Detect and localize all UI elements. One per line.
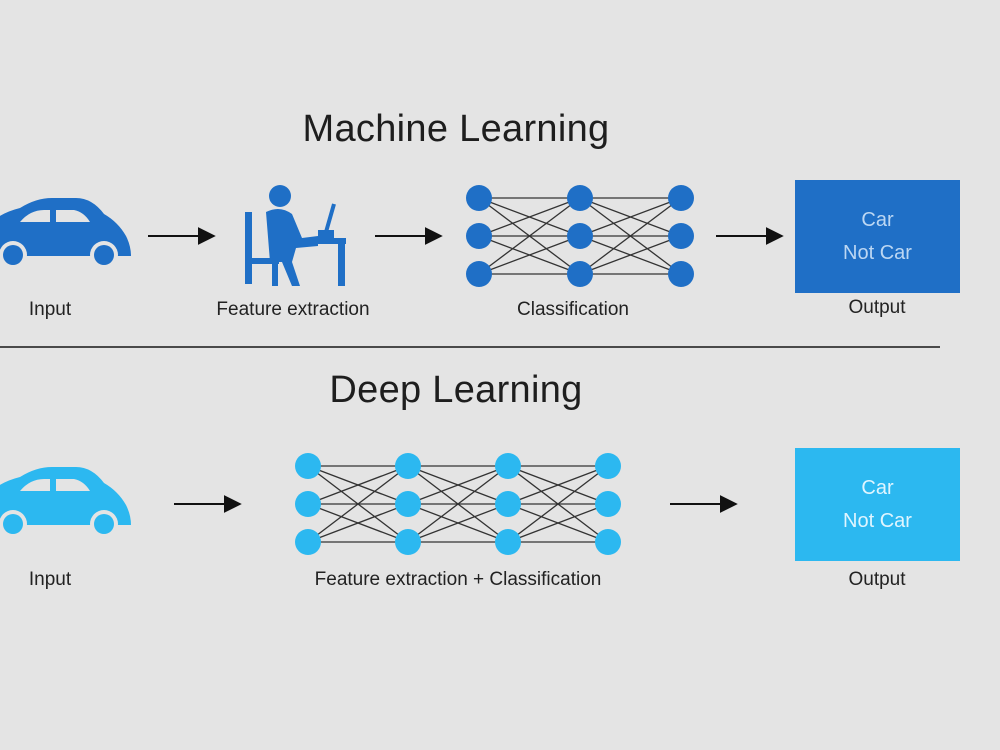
dl-network-node <box>495 529 521 555</box>
ml-network-edge <box>579 197 682 237</box>
ml-network-edge <box>478 197 581 275</box>
ml-output-content: Car Not Car <box>795 180 960 293</box>
dl-network-node <box>495 453 521 479</box>
ml-network-node <box>567 261 593 287</box>
ml-classification-label: Classification <box>517 299 629 320</box>
dl-output-not-car: Not Car <box>843 509 912 532</box>
dl-network-node <box>395 529 421 555</box>
dl-input-car-icon <box>0 467 131 538</box>
dl-network-node <box>295 491 321 517</box>
ml-network-node <box>668 261 694 287</box>
ml-network-edge <box>579 235 682 275</box>
dl-network-edge <box>507 503 609 543</box>
dl-input-label: Input <box>28 569 72 590</box>
ml-title: Machine Learning <box>302 108 610 150</box>
dl-output-car: Car <box>861 476 894 499</box>
dl-output-box <box>795 448 960 561</box>
ml-output-not-car: Not Car <box>843 241 912 264</box>
dl-network-node <box>495 491 521 517</box>
dl-network-node <box>395 491 421 517</box>
dl-network-label: Feature extraction + Classification <box>314 569 602 590</box>
dl-network-edge <box>507 465 609 505</box>
dl-output-content: Car Not Car <box>795 448 960 561</box>
dl-network-edge <box>407 465 509 505</box>
ml-network-node <box>466 185 492 211</box>
ml-output-box <box>795 180 960 293</box>
dl-network-edge <box>407 465 509 543</box>
ml-network-node <box>466 261 492 287</box>
ml-network-node <box>567 185 593 211</box>
section-divider <box>0 346 940 348</box>
dl-network-node <box>595 529 621 555</box>
ml-feature-person-icon <box>245 185 346 286</box>
ml-network-node <box>567 223 593 249</box>
dl-network-edge <box>407 503 509 543</box>
ml-output-car: Car <box>861 208 894 231</box>
ml-network-node <box>668 223 694 249</box>
dl-network-node <box>295 529 321 555</box>
ml-input-label: Input <box>28 299 72 320</box>
ml-network-node <box>668 185 694 211</box>
dl-network-node <box>295 453 321 479</box>
ml-network-edge <box>478 235 581 275</box>
ml-network-edge <box>579 197 682 275</box>
dl-output-label: Output <box>848 569 906 590</box>
ml-classification-network <box>466 185 694 287</box>
dl-network-edge <box>307 465 409 505</box>
dl-network-edge <box>307 465 409 543</box>
ml-network-edge <box>478 197 581 237</box>
dl-network-node <box>595 491 621 517</box>
ml-input-car-icon <box>0 198 131 269</box>
ml-output-label: Output <box>848 297 906 318</box>
dl-network-edge <box>507 465 609 543</box>
ml-feature-label: Feature extraction <box>216 299 370 320</box>
dl-network-node <box>395 453 421 479</box>
dl-network <box>295 453 621 555</box>
dl-network-node <box>595 453 621 479</box>
ml-network-node <box>466 223 492 249</box>
dl-title: Deep Learning <box>329 369 583 411</box>
dl-network-edge <box>307 503 409 543</box>
